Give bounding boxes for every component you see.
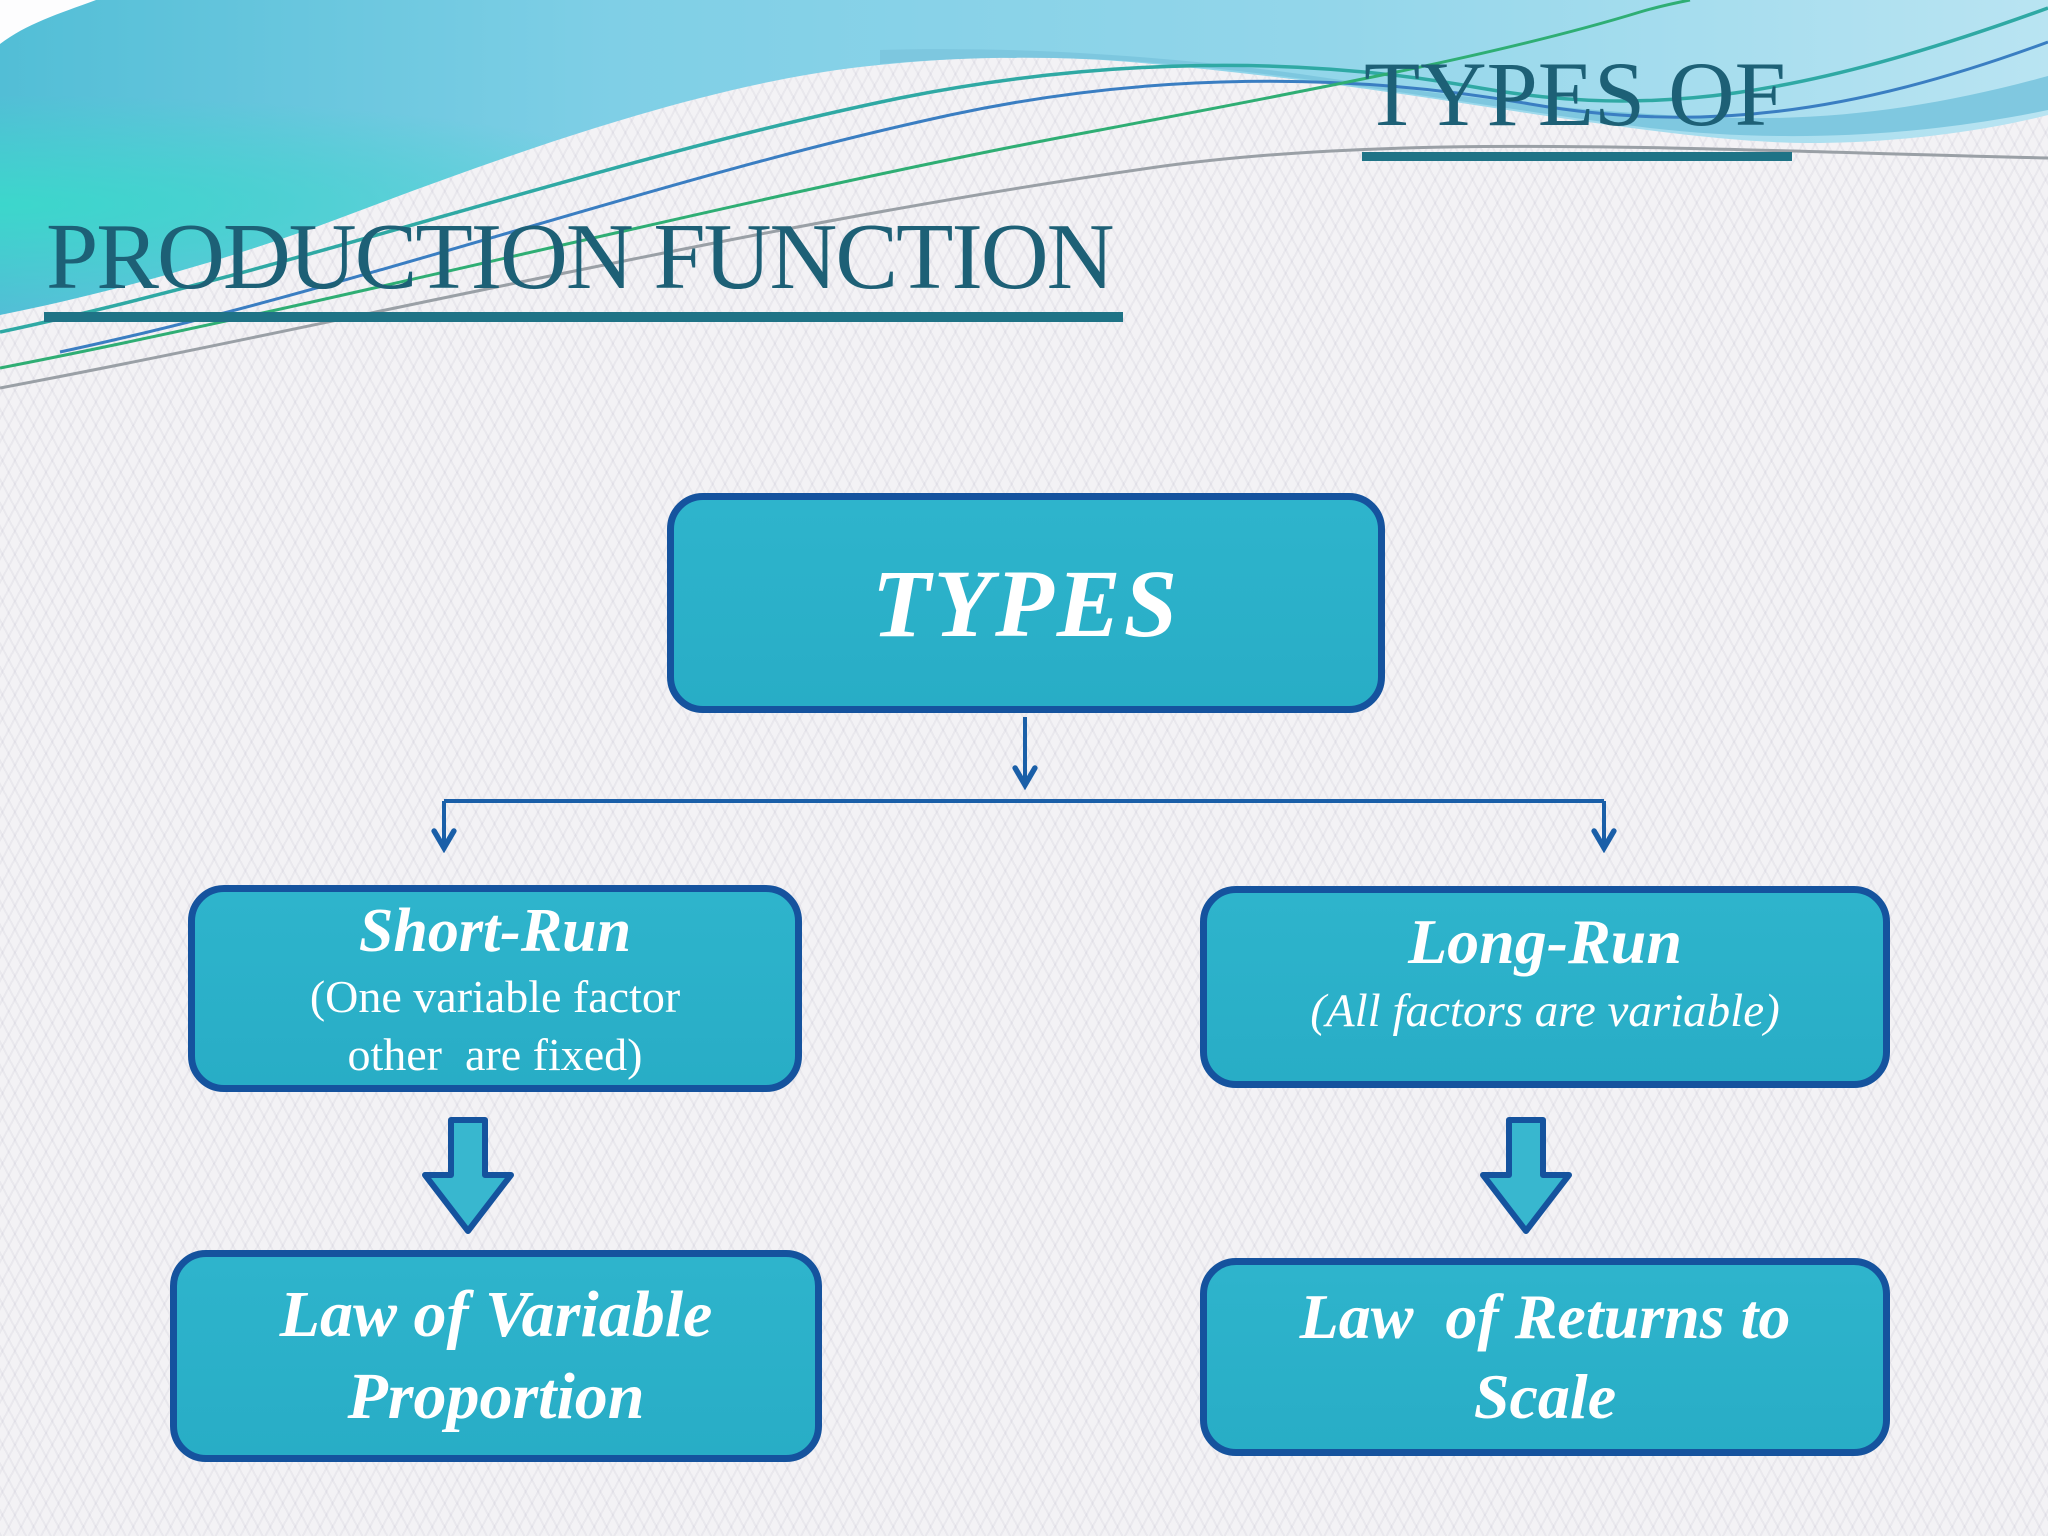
- law-of-returns-to-scale-node: Law of Returns to Scale: [1200, 1258, 1890, 1456]
- header-corner-wedge: [0, 0, 96, 44]
- long-run-node: Long-Run (All factors are variable): [1200, 886, 1890, 1088]
- types-node-label: TYPES: [871, 549, 1181, 657]
- header-crescent-band: [880, 49, 2048, 137]
- long-run-title: Long-Run: [1408, 906, 1682, 977]
- block-down-arrow-left: [422, 1117, 514, 1234]
- short-run-detail-line2: other are fixed): [347, 1029, 643, 1080]
- types-node: TYPES: [667, 493, 1385, 713]
- header-green-line: [0, 0, 1691, 370]
- short-run-detail-line1: (One variable factor: [309, 971, 681, 1022]
- short-run-title: Short-Run: [358, 897, 632, 965]
- slide-title-line1: TYPES OF: [1362, 47, 1792, 161]
- law-variable-line1: Law of Variable: [279, 1278, 713, 1351]
- header-blue-line: [59, 40, 2048, 354]
- law-of-variable-proportion-node: Law of Variable Proportion: [170, 1250, 822, 1462]
- law-returns-line1: Law of Returns to: [1299, 1281, 1791, 1352]
- slide-title-line2: PRODUCTION FUNCTION: [44, 209, 1123, 322]
- short-run-node: Short-Run (One variable factor other are…: [188, 885, 802, 1092]
- header-turquoise-tint: [0, 0, 2048, 315]
- block-down-arrow-right: [1480, 1117, 1572, 1234]
- law-returns-line2: Scale: [1473, 1361, 1617, 1432]
- header-teal-line: [0, 6, 2048, 334]
- law-variable-line2: Proportion: [347, 1360, 645, 1433]
- long-run-detail-line1: (All factors are variable): [1310, 985, 1780, 1037]
